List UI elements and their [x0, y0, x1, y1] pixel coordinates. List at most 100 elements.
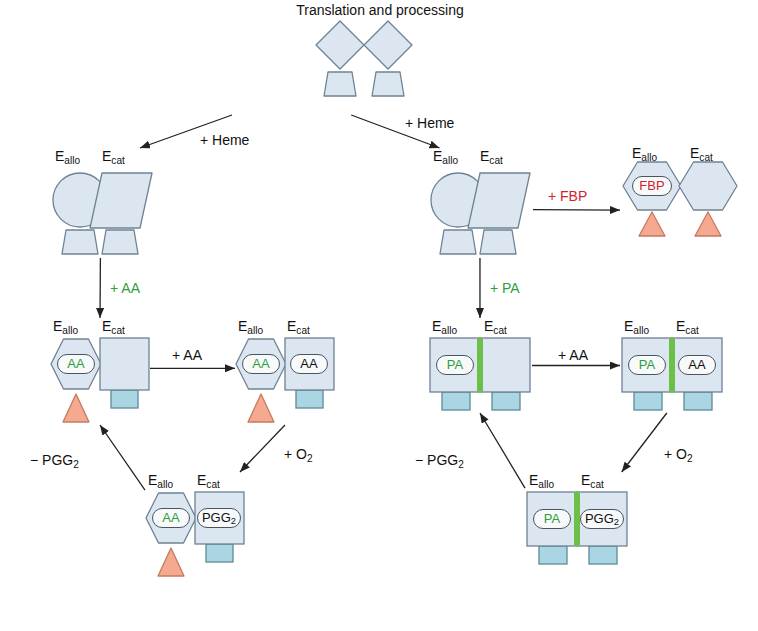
activator-bar — [477, 338, 483, 392]
ligand-pill: PA — [628, 355, 666, 375]
activator-bar — [669, 338, 675, 392]
dimer-state: Eallo EcatPA — [428, 318, 532, 413]
reaction-label: − PGG2 — [415, 452, 464, 468]
dimer-state: Translation and processing — [220, 0, 540, 115]
ligand-pill: PA — [533, 509, 571, 529]
teal-domain — [206, 544, 233, 562]
hexagon-subunit — [146, 493, 196, 543]
reaction-label: + PA — [490, 280, 520, 296]
ligand-label: AA — [67, 356, 84, 372]
square-subunit — [195, 492, 244, 544]
trapezoid-domain — [480, 230, 516, 254]
triangle-domain — [63, 394, 89, 422]
reaction-label: + AA — [172, 347, 202, 363]
trapezoid-domain — [102, 230, 138, 254]
trapezoid-domain — [440, 230, 476, 254]
ligand-label: PGG2 — [585, 511, 619, 527]
subunit-label: Ecat — [102, 148, 125, 164]
square-subunit — [430, 338, 480, 392]
square-subunit — [622, 338, 672, 392]
teal-domain — [442, 392, 470, 410]
triangle-domain — [248, 394, 274, 422]
ligand-label: AA — [252, 356, 269, 372]
subunit-label: Eallo — [432, 318, 457, 334]
diamond-subunit — [364, 21, 412, 69]
parallelogram-subunit — [468, 173, 530, 228]
triangle-domain — [695, 212, 721, 236]
triangle-domain — [158, 548, 184, 576]
dimer-state: Eallo EcatPA PGG2 — [525, 472, 629, 567]
square-subunit — [285, 338, 334, 390]
ligand-label: AA — [688, 357, 705, 373]
subunit-label: Eallo — [433, 148, 458, 164]
ligand-pill: PGG2 — [580, 509, 624, 529]
reaction-arrow — [533, 209, 620, 211]
triangle-domain — [639, 212, 665, 236]
ligand-pill: AA — [57, 354, 95, 374]
subunit-label: Ecat — [676, 318, 699, 334]
reaction-label: + FBP — [548, 188, 587, 204]
ligand-pill: AA — [152, 508, 190, 528]
ligand-label: PA — [639, 357, 655, 373]
reaction-label: + O2 — [664, 446, 693, 462]
reaction-arrow — [480, 413, 525, 488]
subunit-label: Eallo — [238, 318, 263, 334]
ligand-label: AA — [300, 356, 317, 372]
teal-domain — [539, 546, 567, 564]
reaction-arrow — [100, 425, 145, 490]
subunit-label: Eallo — [632, 145, 657, 161]
dimer-state: EalloEcatAAPGG2 — [145, 472, 245, 579]
square-subunit — [100, 338, 149, 390]
trapezoid-domain — [324, 72, 356, 96]
teal-domain — [111, 390, 138, 408]
parallelogram-subunit — [90, 173, 152, 228]
ligand-label: AA — [162, 510, 179, 526]
dimer-state: Eallo Ecat — [50, 148, 155, 258]
teal-domain — [492, 392, 520, 410]
reaction-arrow — [240, 425, 285, 472]
subunit-label: Ecat — [287, 318, 310, 334]
stage-title: Translation and processing — [220, 2, 540, 18]
teal-domain — [589, 546, 617, 564]
subunit-label: Ecat — [690, 145, 713, 161]
diamond-subunit — [316, 21, 364, 69]
teal-domain — [634, 392, 662, 410]
square-subunit — [577, 492, 627, 546]
reaction-arrow — [150, 368, 235, 369]
reaction-label: + O2 — [284, 446, 313, 462]
dimer-state: Eallo EcatPA AA — [620, 318, 724, 413]
subunit-label: Ecat — [581, 472, 604, 488]
ligand-pill: AA — [678, 355, 716, 375]
ligand-pill: PGG2 — [197, 508, 241, 528]
trapezoid-domain — [62, 230, 98, 254]
trapezoid-domain — [372, 72, 404, 96]
hexagon-subunit — [236, 339, 286, 389]
square-subunit — [672, 338, 722, 392]
subunit-label: Ecat — [480, 148, 503, 164]
subunit-label: Eallo — [53, 318, 78, 334]
dimer-state: Eallo Ecat — [428, 148, 533, 258]
teal-domain — [684, 392, 712, 410]
reaction-label: − PGG2 — [30, 452, 79, 468]
hexagon-subunit — [623, 162, 681, 210]
reaction-arrow — [532, 365, 620, 366]
ligand-label: PA — [447, 357, 463, 373]
dimer-state: EalloEcatAA — [50, 318, 150, 425]
ligand-pill: AA — [290, 354, 328, 374]
dimer-state: EalloEcatFBP — [620, 145, 742, 238]
reaction-arrow — [622, 413, 667, 472]
subunit-label: Eallo — [624, 318, 649, 334]
subunit-label: Eallo — [529, 472, 554, 488]
ligand-label: PGG2 — [202, 510, 236, 526]
reaction-label: + AA — [558, 347, 588, 363]
reaction-arrow — [479, 258, 480, 318]
subunit-label: Eallo — [148, 472, 173, 488]
subunit-label: Eallo — [55, 148, 80, 164]
square-subunit — [527, 492, 577, 546]
ligand-pill: AA — [242, 354, 280, 374]
ligand-label: PA — [544, 511, 560, 527]
reaction-arrow — [99, 258, 101, 318]
hexagon-subunit — [679, 162, 737, 210]
subunit-label: Ecat — [484, 318, 507, 334]
